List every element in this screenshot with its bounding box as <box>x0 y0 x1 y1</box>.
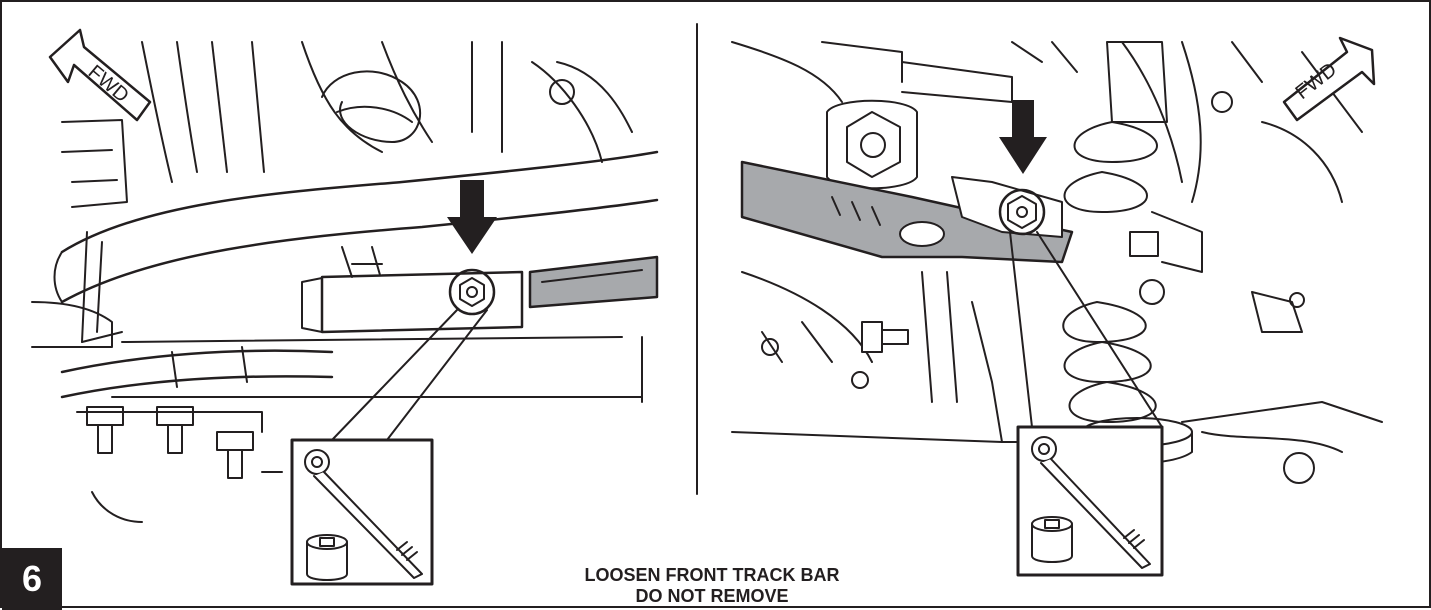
socket-icon <box>306 534 348 581</box>
fwd-arrow-left: FWD <box>48 28 152 122</box>
tool-callout-right <box>1016 425 1164 577</box>
coil-spring <box>1062 121 1193 465</box>
socket-icon <box>1031 516 1073 563</box>
step-number-badge: 6 <box>2 548 62 610</box>
right-panel: FWD <box>731 36 1383 577</box>
tool-callout-left <box>290 438 434 586</box>
ratchet-icon <box>1031 436 1151 569</box>
instruction-line-2: DO NOT REMOVE <box>635 586 789 606</box>
fwd-arrow-right: FWD <box>1282 36 1376 122</box>
ratchet-icon <box>304 449 423 579</box>
lower-studs <box>86 406 254 479</box>
down-arrow-left <box>447 180 497 254</box>
instruction-caption: LOOSEN FRONT TRACK BAR DO NOT REMOVE <box>472 565 952 607</box>
instruction-line-1: LOOSEN FRONT TRACK BAR <box>584 565 840 585</box>
down-arrow-right <box>999 100 1047 174</box>
left-panel: FWD <box>31 28 659 586</box>
